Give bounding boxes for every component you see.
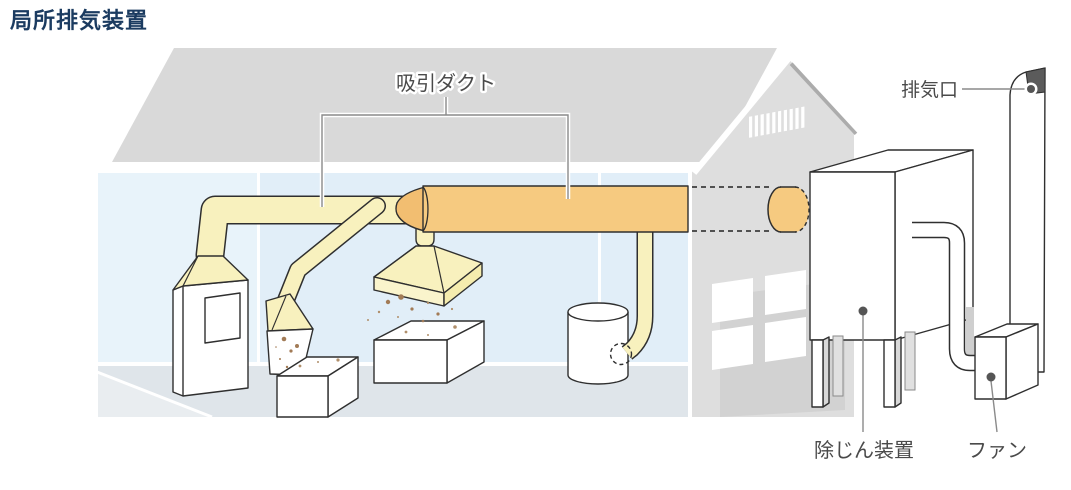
machine-3-front: [373, 339, 448, 384]
dust-collector: [809, 149, 974, 408]
machine-2-bin-front: [276, 375, 329, 418]
dust-particles-chute: [275, 336, 299, 369]
suction-duct-leader: [321, 97, 569, 207]
collector-front: [809, 171, 896, 341]
gable-right-trim: [784, 49, 872, 144]
collector-fan-pipe: [912, 221, 975, 372]
pipe-shadow: [966, 307, 974, 357]
branch-duct-1: [197, 197, 433, 268]
machine-1-window: [204, 292, 241, 344]
machine-3: [373, 320, 485, 384]
wall-pass-through: [692, 186, 810, 233]
wall-panel-divider-1: [257, 173, 260, 366]
canopy-hood: [367, 224, 483, 323]
branch-ducts: [195, 195, 435, 309]
branch-duct-2: [278, 198, 385, 308]
exhaust-outlet-label: 排気口: [901, 79, 958, 101]
gable-vent: [749, 106, 805, 138]
pipe-body: [912, 223, 975, 370]
dust-collector-dot: [858, 306, 868, 316]
suction-duct-label: 吸引ダクト: [396, 72, 496, 95]
fan-leader: [990, 380, 998, 433]
main-duct-body: [422, 185, 689, 233]
floor-corner-line: [96, 370, 213, 419]
duct-stub-cap: [767, 186, 782, 233]
gable-window: [712, 270, 806, 370]
dust-particles-canopy: [367, 294, 454, 323]
main-duct: [395, 185, 689, 233]
canopy-skirt-right: [443, 262, 483, 307]
exhaust-outlet-dot: [1027, 85, 1035, 93]
main-roof: [104, 42, 783, 168]
wall-panel-divider-2: [598, 173, 601, 366]
collector-legs: [811, 331, 916, 408]
drum-top: [567, 302, 629, 322]
dust-collector-label: 除じん装置: [814, 439, 914, 462]
gable-left-trim: [691, 55, 793, 175]
machine-1: [172, 255, 249, 397]
main-duct-cone: [395, 186, 426, 232]
fan-unit: [974, 323, 1039, 400]
page-title: 局所排気装置: [10, 8, 148, 33]
fan-dot: [986, 372, 996, 382]
drum-station: [567, 231, 654, 385]
dust-particles-bin: [298, 358, 340, 368]
fan-front: [974, 336, 1007, 400]
drum-pipe: [622, 231, 652, 359]
fan-label: ファン: [967, 440, 1027, 462]
fan-side: [1005, 323, 1039, 400]
drum-body: [567, 312, 629, 385]
main-duct-seam: [422, 186, 429, 232]
dust-particles-box3: [404, 325, 457, 336]
machine-1-hood: [172, 255, 249, 291]
duct-stub-rim-dashed: [794, 186, 810, 233]
drum-inlet-dashed: [609, 342, 633, 366]
machine-2: [265, 293, 359, 418]
annotations: 吸引ダクト 排気口 除じん装置 ファン: [319, 70, 1038, 465]
duct-stub-body: [768, 187, 810, 232]
